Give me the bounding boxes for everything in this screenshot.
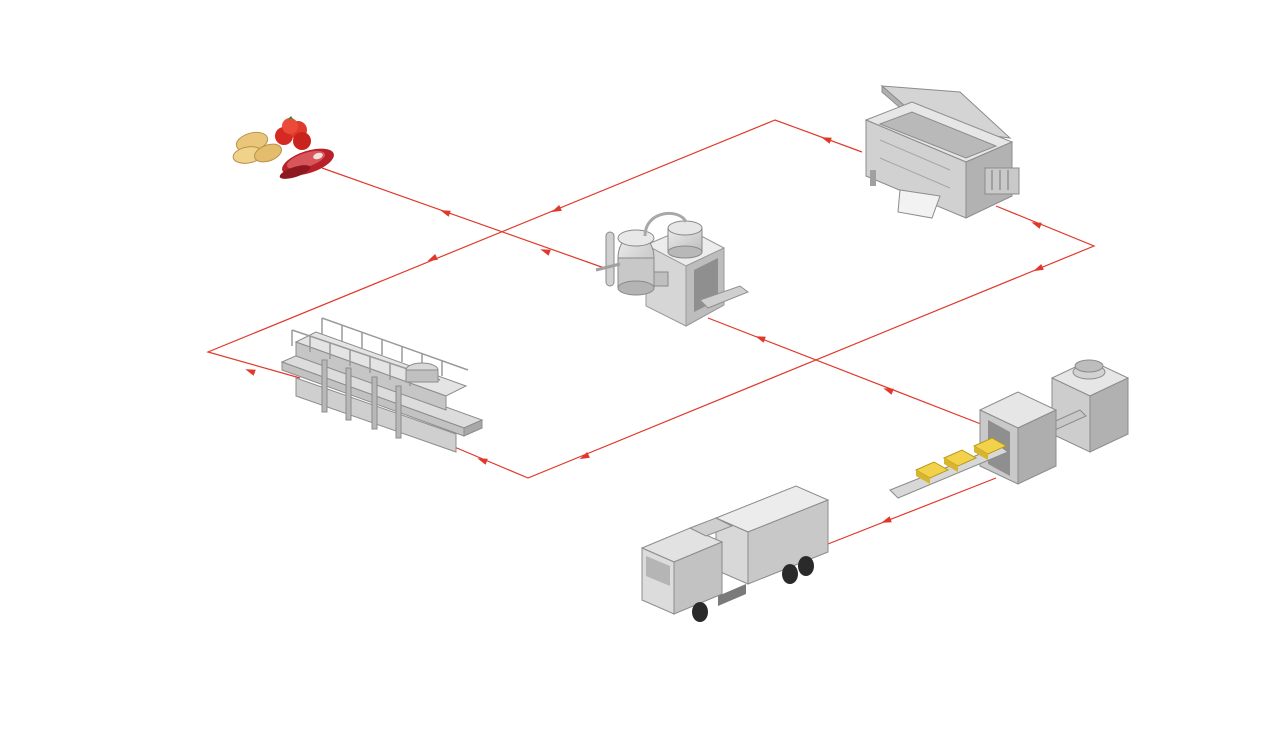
cooling-tank-icon — [864, 84, 1020, 219]
flow-path-loop-bottom — [451, 205, 1096, 479]
washing-conveyor-icon — [280, 317, 484, 453]
raw-ingredients-icon — [232, 116, 334, 179]
flow-arrows — [245, 137, 1044, 523]
flow-arrow-icon — [551, 204, 562, 213]
packaging-line-icon — [889, 359, 1130, 499]
flow-arrow-icon — [579, 451, 590, 460]
flow-arrow-icon — [755, 336, 766, 343]
delivery-truck-icon — [640, 485, 830, 622]
flow-arrow-icon — [540, 249, 551, 256]
flow-arrow-icon — [1031, 222, 1042, 229]
flow-lines — [206, 119, 1096, 545]
vacuum-processor-icon — [595, 212, 750, 327]
flow-arrow-icon — [883, 388, 894, 395]
flow-arrow-icon — [245, 369, 256, 376]
flow-path-loop-top — [206, 119, 863, 379]
flow-path-processor-to-packaging — [707, 317, 987, 427]
flow-arrow-icon — [821, 137, 832, 144]
flow-arrow-icon — [440, 210, 451, 217]
flow-path-ingredients-to-processor — [321, 167, 611, 271]
flow-arrow-icon — [427, 253, 438, 262]
flow-arrow-icon — [881, 516, 892, 523]
flow-path-packaging-to-truck — [827, 477, 997, 545]
flow-arrow-icon — [1033, 263, 1044, 272]
flow-arrow-icon — [477, 458, 488, 465]
